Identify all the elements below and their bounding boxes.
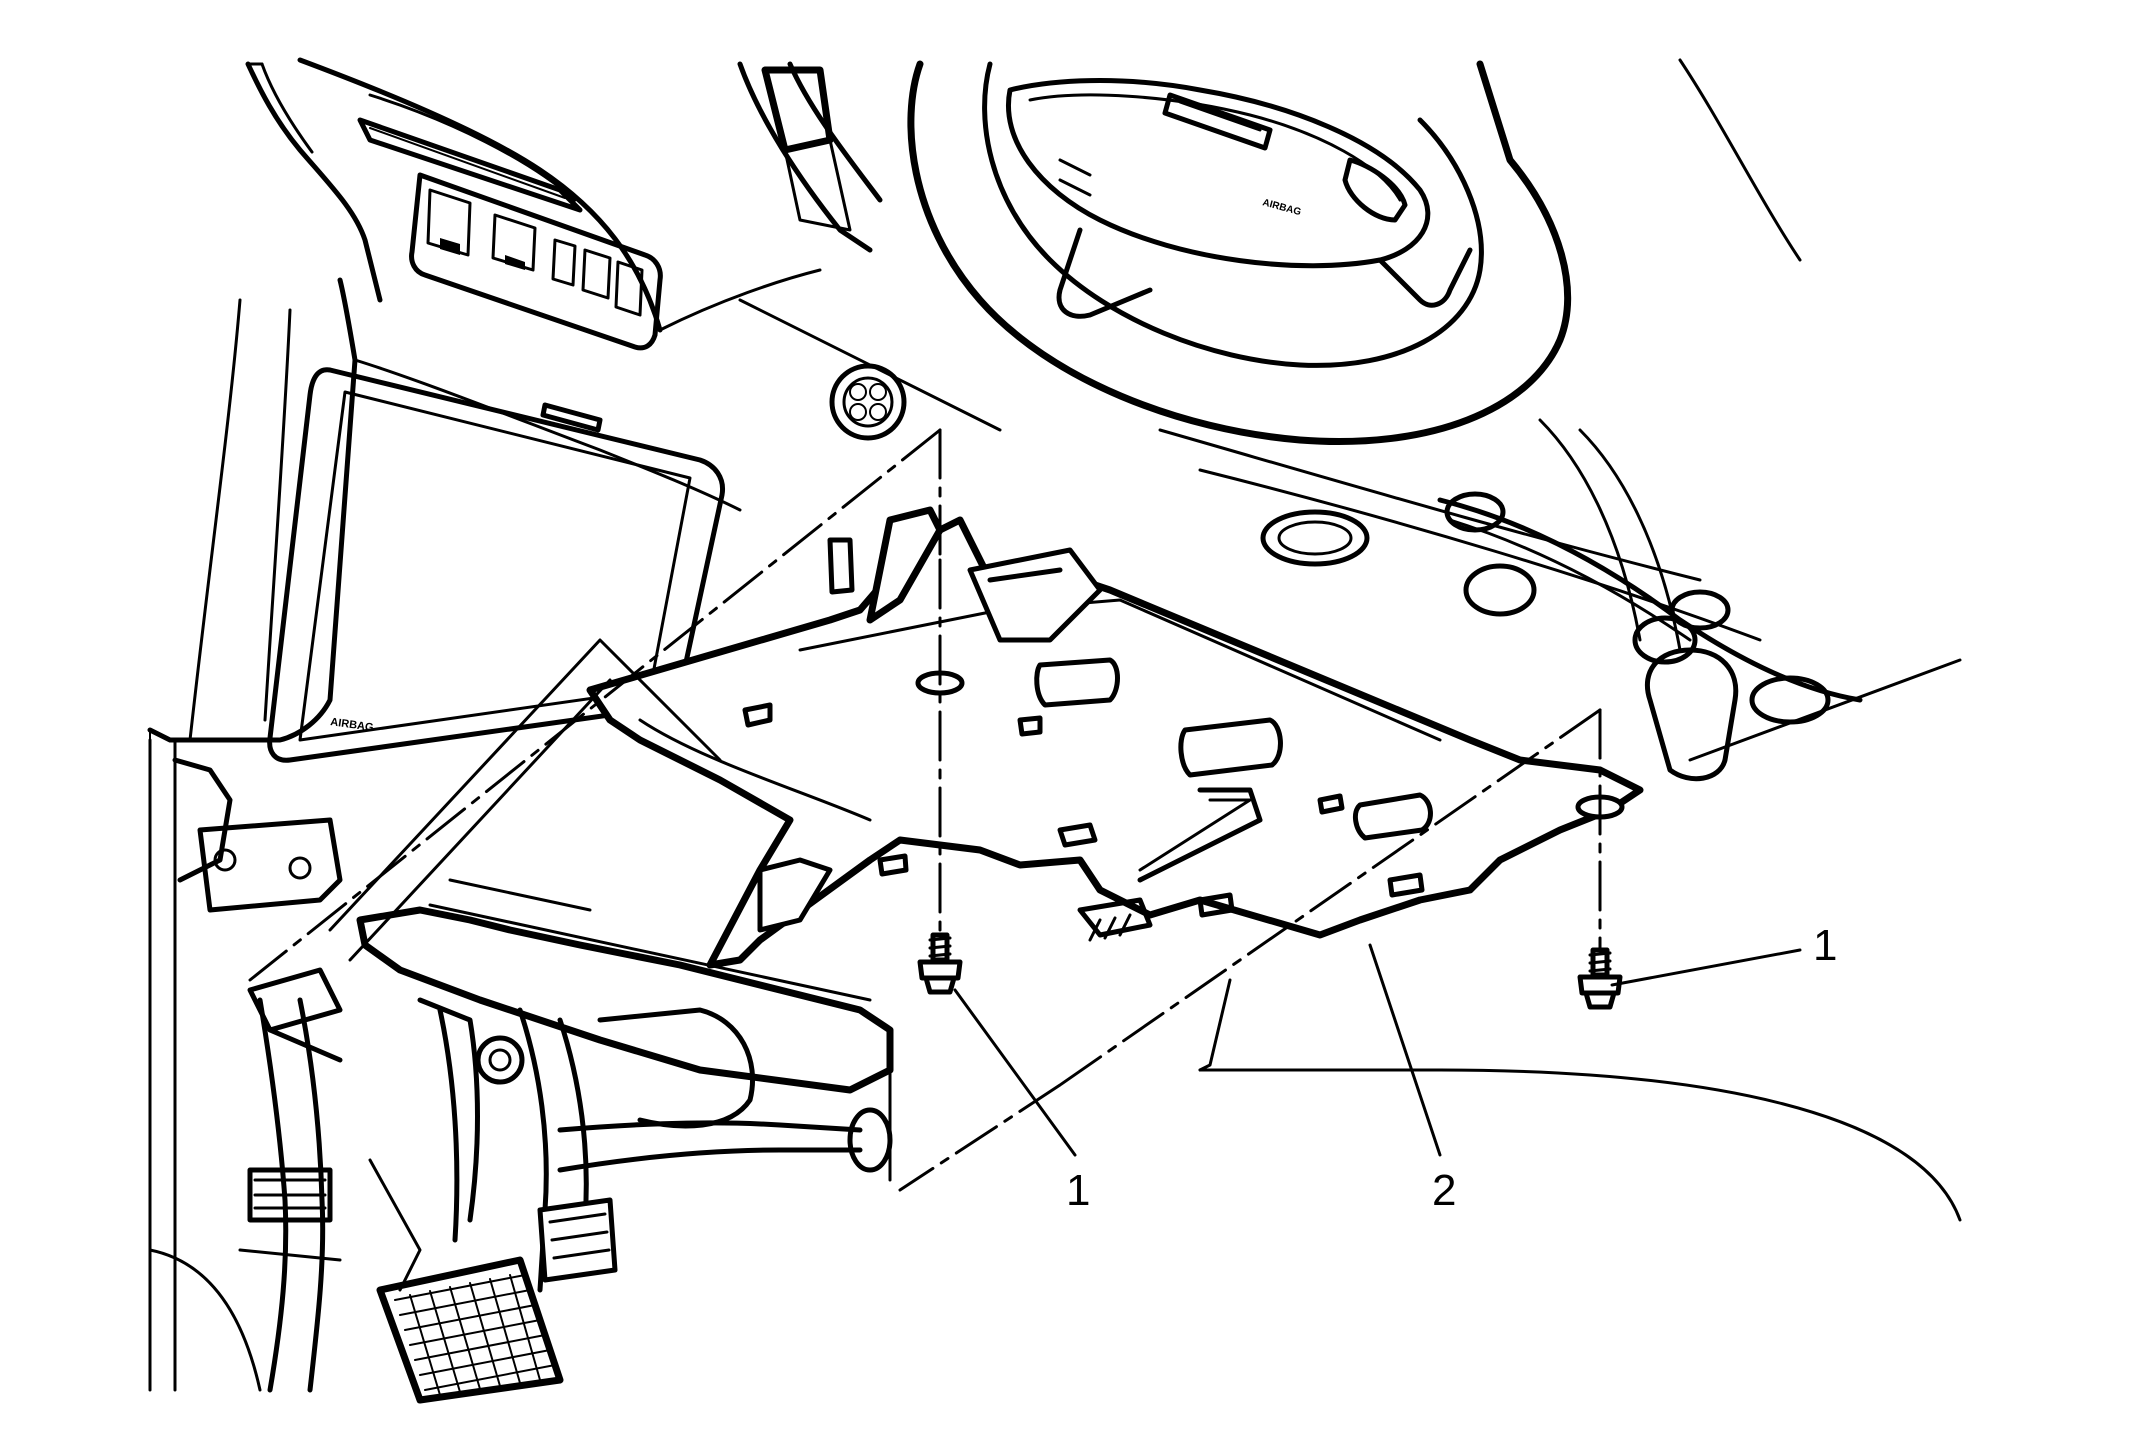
steering-wheel: AIRBAG	[737, 60, 1572, 446]
dash-lower-surface	[658, 58, 1962, 782]
knee-bolster-panel	[586, 506, 1644, 969]
callout-1-left: 1	[1066, 1166, 1090, 1215]
airbag-label-left: AIRBAG	[330, 716, 375, 734]
callout-2: 2	[1432, 1166, 1456, 1215]
callout-1-right: 1	[1813, 921, 1837, 970]
bolt-left	[917, 932, 963, 995]
bolt-right	[1577, 947, 1623, 1010]
callout-leaders	[953, 943, 1802, 1157]
leader-bolt-left	[953, 988, 1077, 1157]
center-stack: AIRBAG	[147, 57, 742, 1001]
pedal-assembly	[148, 738, 893, 1404]
leader-bolt-right	[1610, 948, 1802, 987]
airbag-label-hub: AIRBAG	[1261, 197, 1302, 218]
lower-trim-panel	[328, 638, 894, 1182]
assembly-center-lines	[248, 428, 1962, 1222]
leader-panel	[1368, 943, 1442, 1157]
a-pillar-trim	[245, 61, 383, 303]
